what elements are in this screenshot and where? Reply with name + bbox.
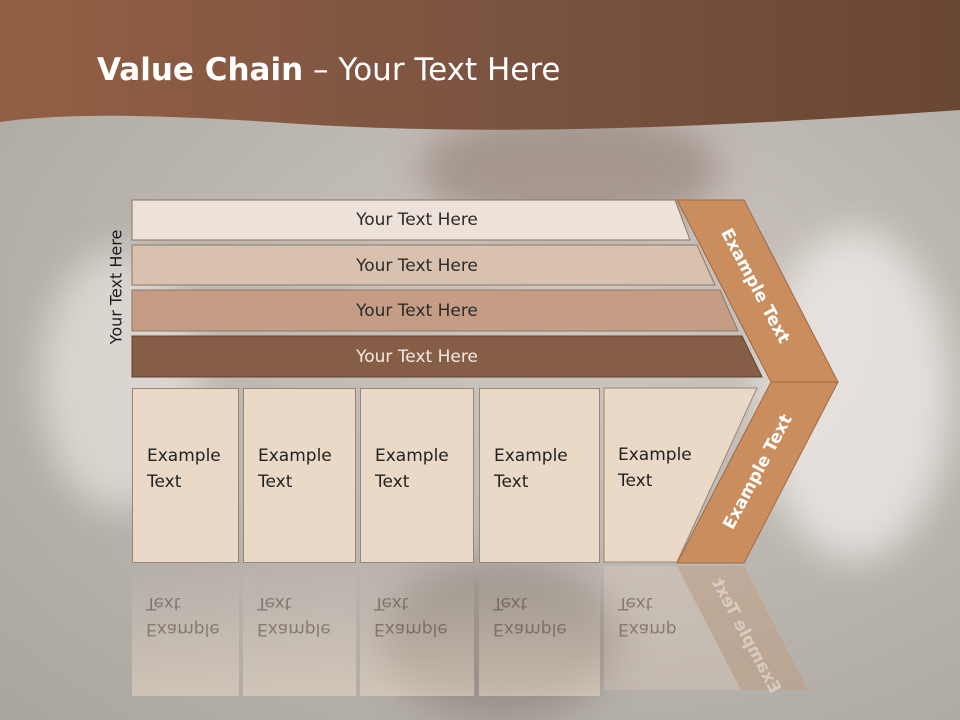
row-4-label: Your Text Here [356, 347, 478, 367]
column-5-shape [603, 387, 758, 563]
row-bar-4 [131, 335, 763, 378]
header-band [0, 0, 960, 130]
column-1-line1: Example [147, 446, 221, 466]
title-bold: Value Chain [97, 52, 304, 88]
row-3-label: Your Text Here [356, 301, 478, 321]
column-2-line1: Example [258, 446, 332, 466]
chevron-reflection [677, 566, 808, 690]
row-bar-2 [131, 244, 716, 286]
column-4-line2: Text [494, 472, 529, 492]
chevron-lower [676, 381, 839, 564]
column-3-line2: Text [375, 472, 410, 492]
column-2-line2: Text [258, 472, 293, 492]
title-rest: – Your Text Here [303, 52, 561, 88]
column-3-line1: Example [375, 446, 449, 466]
row-1-label: Your Text Here [356, 210, 478, 230]
row-bar-1 [131, 199, 691, 241]
column-5-line1: Example [618, 445, 692, 465]
column-1-line2: Text [147, 472, 182, 492]
row-2-label: Your Text Here [356, 256, 478, 276]
row-bar-3 [131, 289, 739, 332]
column-4-line1: Example [494, 446, 568, 466]
page-title: Value Chain – Your Text Here [97, 52, 560, 88]
column-5-line2: Text [618, 471, 653, 491]
column-5-reflection [604, 566, 741, 690]
